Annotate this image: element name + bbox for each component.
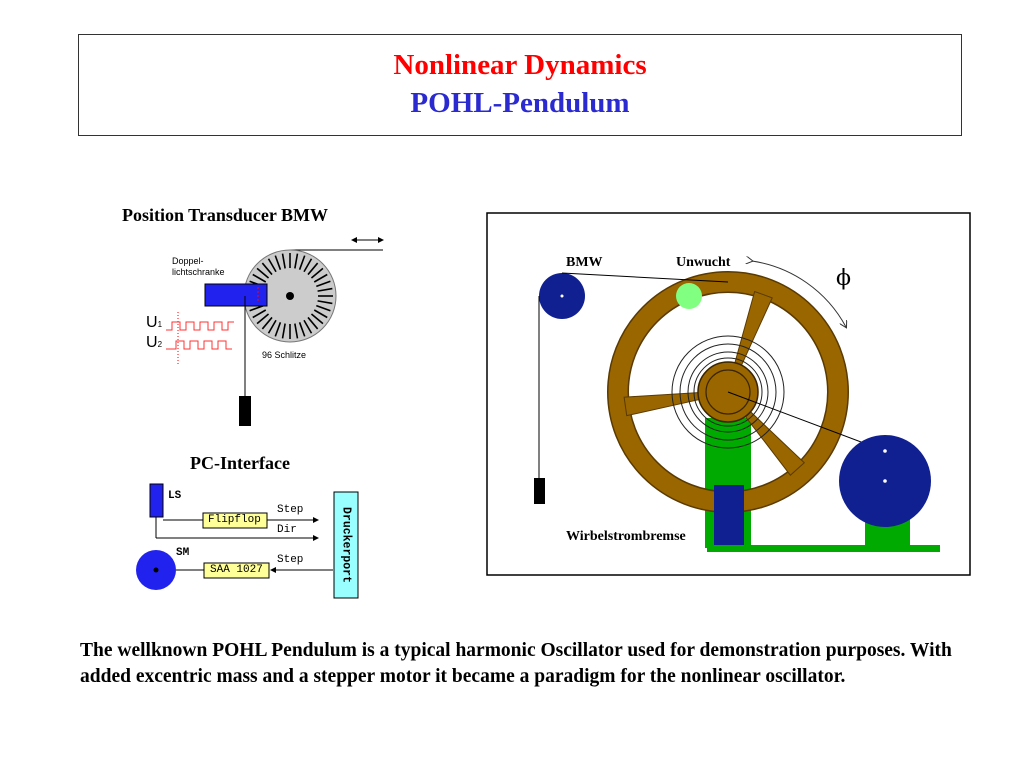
light-barrier-label-1: Doppel- (172, 256, 204, 266)
title-box: Nonlinear Dynamics POHL-Pendulum (78, 34, 962, 136)
disk-slit (252, 273, 267, 283)
disk-slit (313, 273, 328, 283)
page-title: Nonlinear Dynamics (393, 49, 647, 81)
printer-port-block (333, 491, 359, 599)
light-barrier-label-2: lichtschranke (172, 267, 225, 277)
disk-axis (286, 292, 294, 300)
interface-heading: PC-Interface (190, 453, 290, 473)
disk-slit (274, 255, 282, 270)
bmw-axis (560, 294, 564, 298)
eddy-current-brake-magnet (714, 485, 744, 545)
light-barrier-block (204, 283, 268, 307)
description-paragraph: The wellknown POHL Pendulum is a typical… (80, 640, 952, 687)
unwucht-label: Unwucht (676, 255, 731, 270)
bmw-weight (534, 478, 545, 504)
disk-slit (316, 304, 331, 312)
disk-slit (274, 322, 282, 337)
pc-interface-diagram (136, 483, 359, 599)
bmw-string (561, 272, 729, 283)
drive-motor-pin-1 (883, 449, 887, 453)
brake-linkage (727, 391, 886, 452)
disk-slit (310, 313, 324, 325)
brake-label: Wirbelstrombremse (566, 529, 686, 544)
drive-motor-pin-2 (883, 479, 887, 483)
disk-slit (307, 316, 319, 330)
disk-slit (267, 319, 277, 334)
slits-label: 96 Schlitze (262, 350, 307, 360)
disk-slit (307, 262, 319, 276)
disk-slit (294, 323, 299, 339)
disk-slit (317, 300, 333, 305)
saa-block (203, 562, 270, 579)
phi-symbol: ϕ (836, 266, 851, 291)
transducer-heading: Position Transducer BMW (122, 205, 329, 225)
spring-coil-1 (693, 357, 763, 427)
u2-label: U2 (146, 334, 163, 351)
disk-slit (316, 280, 331, 288)
u1-signal (166, 321, 234, 331)
unwucht-mass (676, 283, 702, 309)
spring-coil-2 (687, 351, 769, 433)
printer-port-label: Druckerport (339, 507, 353, 583)
step-label-2: Step (277, 554, 304, 566)
phi-rotation-arrow (752, 261, 846, 327)
disk-slit (313, 309, 328, 319)
u1-label: U1 (146, 314, 163, 331)
step-label-1: Step (277, 504, 304, 516)
u2-signal (166, 340, 232, 350)
spring-coil-4 (671, 335, 785, 449)
disk-slit (267, 258, 277, 273)
disk-slit (303, 258, 313, 273)
ls-block (149, 483, 164, 518)
disk-slit (256, 313, 270, 325)
pendulum-weight (239, 396, 251, 426)
spring-coil-3 (679, 343, 777, 441)
disk-slit (252, 309, 267, 319)
disk-slit (294, 253, 299, 269)
bmw-label: BMW (566, 255, 603, 270)
disk-slit (310, 267, 324, 279)
disk-slit (317, 287, 333, 292)
saa-label: SAA 1027 (210, 564, 263, 576)
wheel-spokes (623, 290, 805, 476)
disk-slit (261, 316, 273, 330)
disk-slit (281, 323, 286, 339)
dir-label: Dir (277, 524, 297, 536)
pendulum-panel (486, 212, 971, 576)
stepper-axis (153, 567, 159, 573)
disk-slit (256, 267, 270, 279)
disk-slit (261, 262, 273, 276)
sm-label: SM (176, 547, 190, 559)
disk-slits (247, 253, 333, 339)
page-subtitle: POHL-Pendulum (410, 87, 630, 119)
position-transducer-diagram (166, 237, 384, 426)
ls-label: LS (168, 490, 182, 502)
base-plate (707, 545, 940, 552)
disk-slit (281, 253, 286, 269)
disk-slit (298, 255, 306, 270)
disk-slit (298, 322, 306, 337)
flipflop-label: Flipflop (208, 514, 261, 526)
disk-slit (303, 319, 313, 334)
